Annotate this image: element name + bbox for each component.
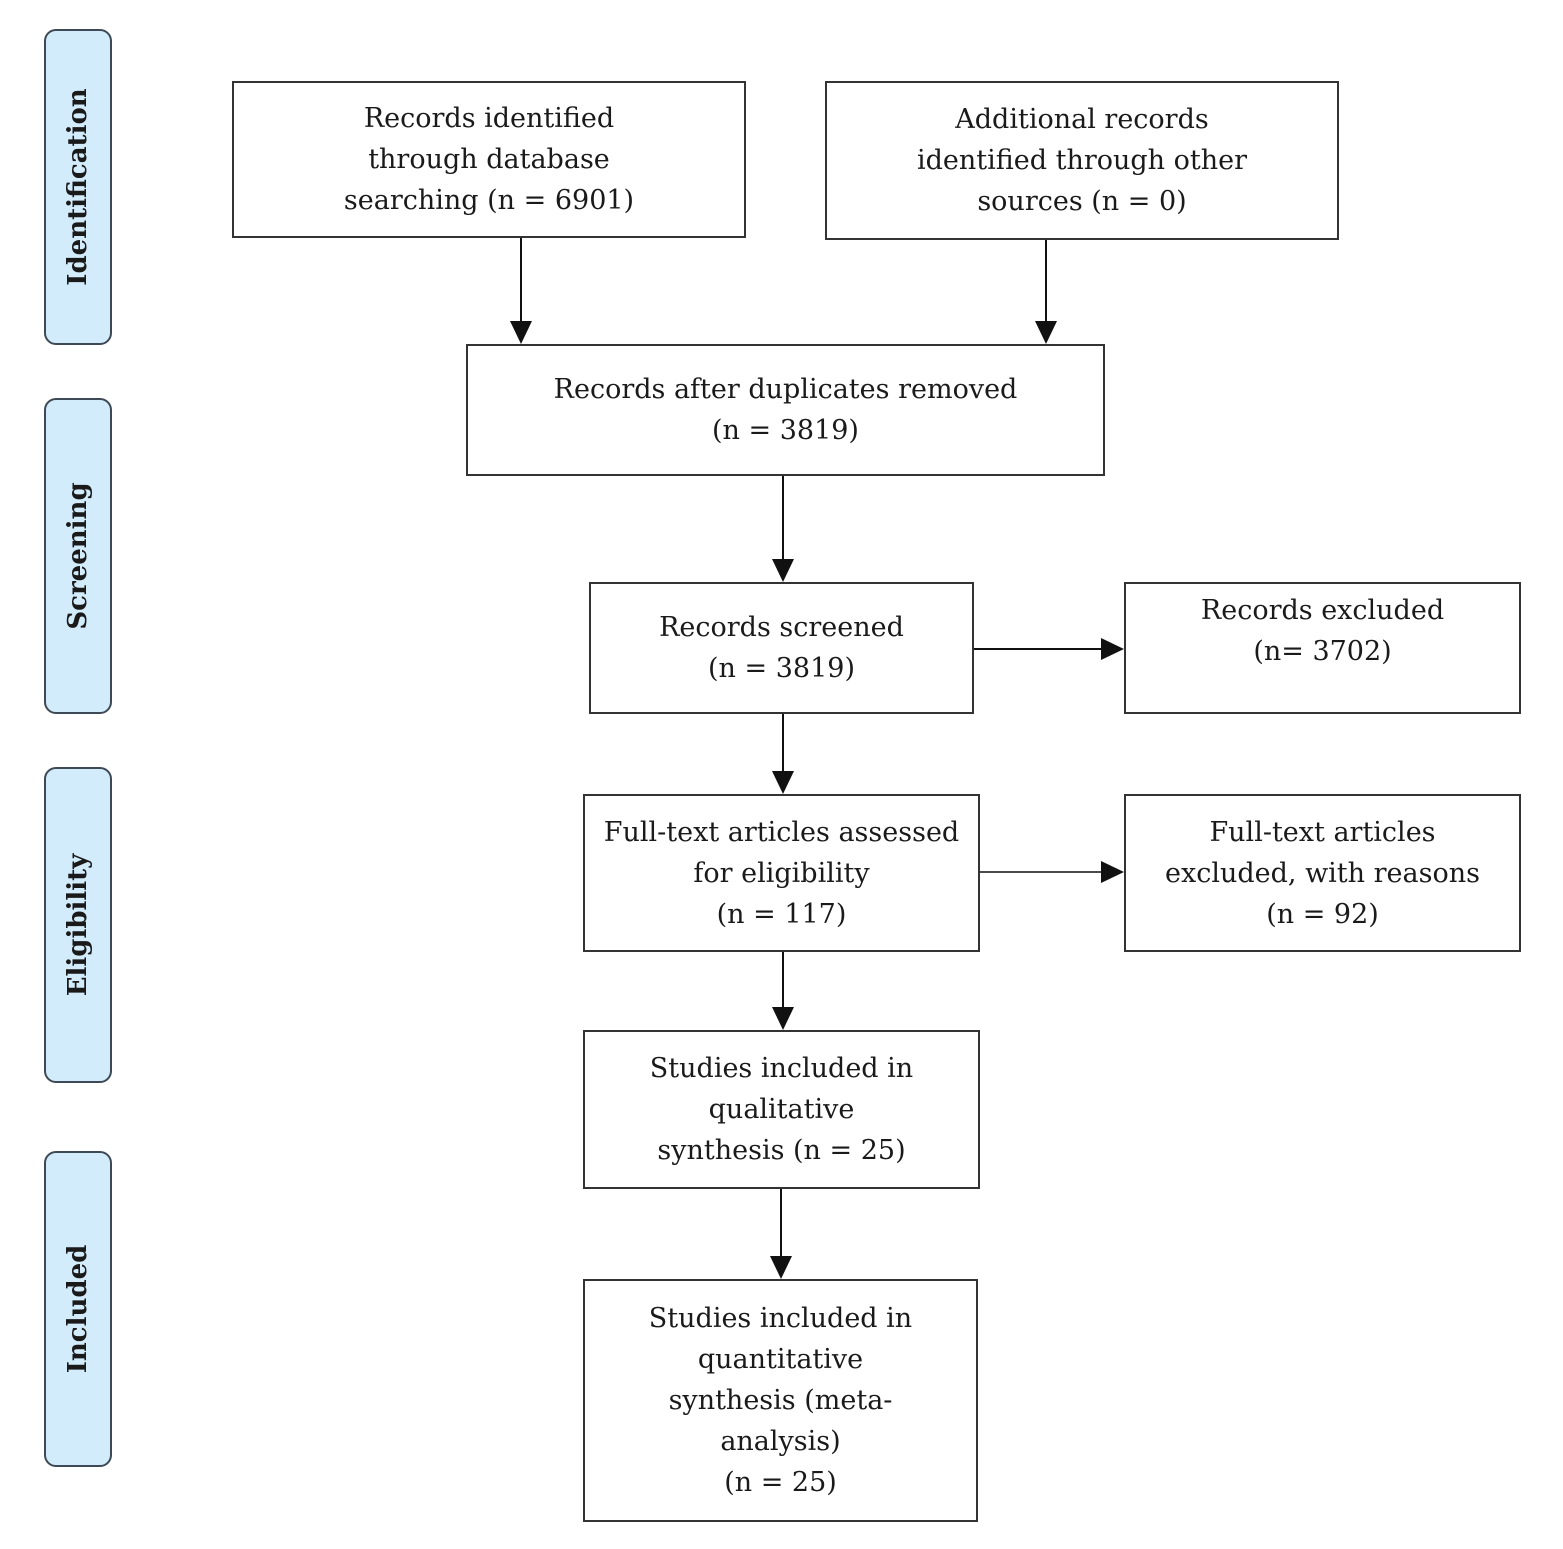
- box-other-records-text: Additional records identified through ot…: [916, 104, 1248, 217]
- box-qualitative-synthesis: Studies included in qualitative synthesi…: [583, 1030, 980, 1189]
- arrowhead-other-to-duplicates: [1035, 321, 1057, 344]
- box-after-duplicates: Records after duplicates removed (n = 38…: [466, 344, 1105, 476]
- box-fulltext-excluded-text: Full-text articles excluded, with reason…: [1165, 816, 1480, 930]
- box-records-excluded: Records excluded (n= 3702): [1124, 582, 1521, 714]
- arrowhead-qualitative-to-quantitative: [770, 1256, 792, 1279]
- box-quantitative-synthesis: Studies included in quantitative synthes…: [583, 1279, 978, 1522]
- arrowhead-fulltext-to-qualitative: [772, 1007, 794, 1030]
- arrowhead-fulltext-to-excluded: [1101, 861, 1124, 883]
- box-qualitative-synthesis-text: Studies included in qualitative synthesi…: [649, 1053, 914, 1166]
- box-records-excluded-text: Records excluded (n= 3702): [1200, 595, 1445, 667]
- box-quantitative-synthesis-text: Studies included in quantitative synthes…: [648, 1303, 913, 1498]
- box-records-screened: Records screened (n = 3819): [589, 582, 974, 714]
- box-after-duplicates-text: Records after duplicates removed (n = 38…: [553, 374, 1018, 446]
- arrowhead-database-to-duplicates: [510, 321, 532, 344]
- box-database-records-text: Records identified through database sear…: [343, 103, 635, 216]
- box-fulltext-assessed-text: Full-text articles assessed for eligibil…: [603, 816, 960, 930]
- box-database-records: Records identified through database sear…: [232, 81, 746, 238]
- stage-eligibility: Eligibility: [44, 767, 112, 1083]
- arrowhead-duplicates-to-screened: [772, 559, 794, 582]
- arrowhead-screened-to-fulltext: [772, 771, 794, 794]
- box-records-screened-text: Records screened (n = 3819): [659, 612, 904, 684]
- box-fulltext-assessed: Full-text articles assessed for eligibil…: [583, 794, 980, 952]
- box-fulltext-excluded: Full-text articles excluded, with reason…: [1124, 794, 1521, 952]
- box-other-records: Additional records identified through ot…: [825, 81, 1339, 240]
- arrowhead-screened-to-excluded: [1101, 638, 1124, 660]
- stage-screening: Screening: [44, 398, 112, 714]
- stage-included: Included: [44, 1151, 112, 1467]
- stage-identification: Identification: [44, 29, 112, 345]
